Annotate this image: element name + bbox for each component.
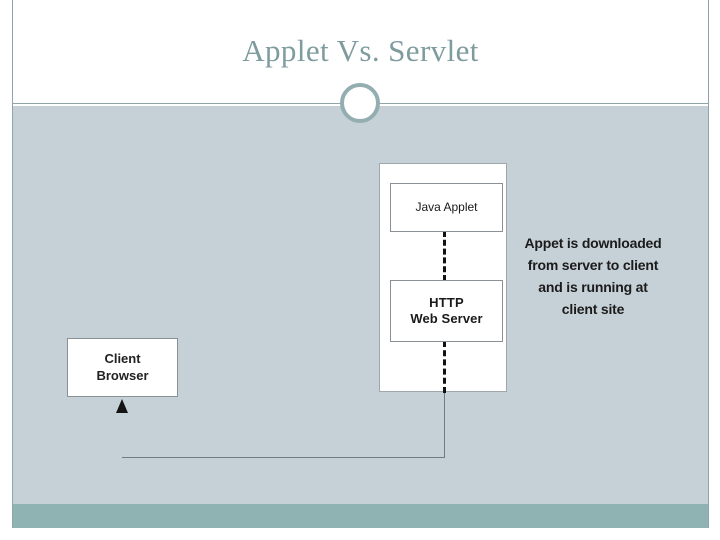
dashed-link-upper xyxy=(443,231,446,281)
web-server-label-line2: Web Server xyxy=(410,311,483,326)
footer-band xyxy=(13,504,708,528)
annotation-text: Appet is downloaded from server to clien… xyxy=(512,233,674,321)
annotation-line: client site xyxy=(561,300,625,317)
circle-ring-icon xyxy=(340,83,380,123)
java-applet-node: Java Applet xyxy=(390,183,503,232)
web-server-node: HTTP Web Server xyxy=(390,280,503,342)
web-server-label-line1: HTTP xyxy=(429,294,464,310)
annotation-line: from server to client xyxy=(527,256,659,273)
page-title: Applet Vs. Servlet xyxy=(242,33,479,68)
annotation-line: and is running at xyxy=(538,278,648,295)
connector-vertical xyxy=(444,392,445,458)
frame-rule-left xyxy=(12,0,13,528)
annotation-line: Appet is downloaded xyxy=(524,235,662,251)
slide-body-panel xyxy=(13,106,708,504)
frame-rule-right xyxy=(708,0,709,528)
up-arrow-icon xyxy=(116,399,128,413)
connector-horizontal xyxy=(122,457,445,458)
dashed-link-lower xyxy=(443,341,446,393)
java-applet-label: Java Applet xyxy=(415,200,478,214)
client-browser-label-line1: Client xyxy=(104,351,141,367)
client-browser-node: Client Browser xyxy=(67,338,178,397)
client-browser-label-line2: Browser xyxy=(96,367,149,383)
